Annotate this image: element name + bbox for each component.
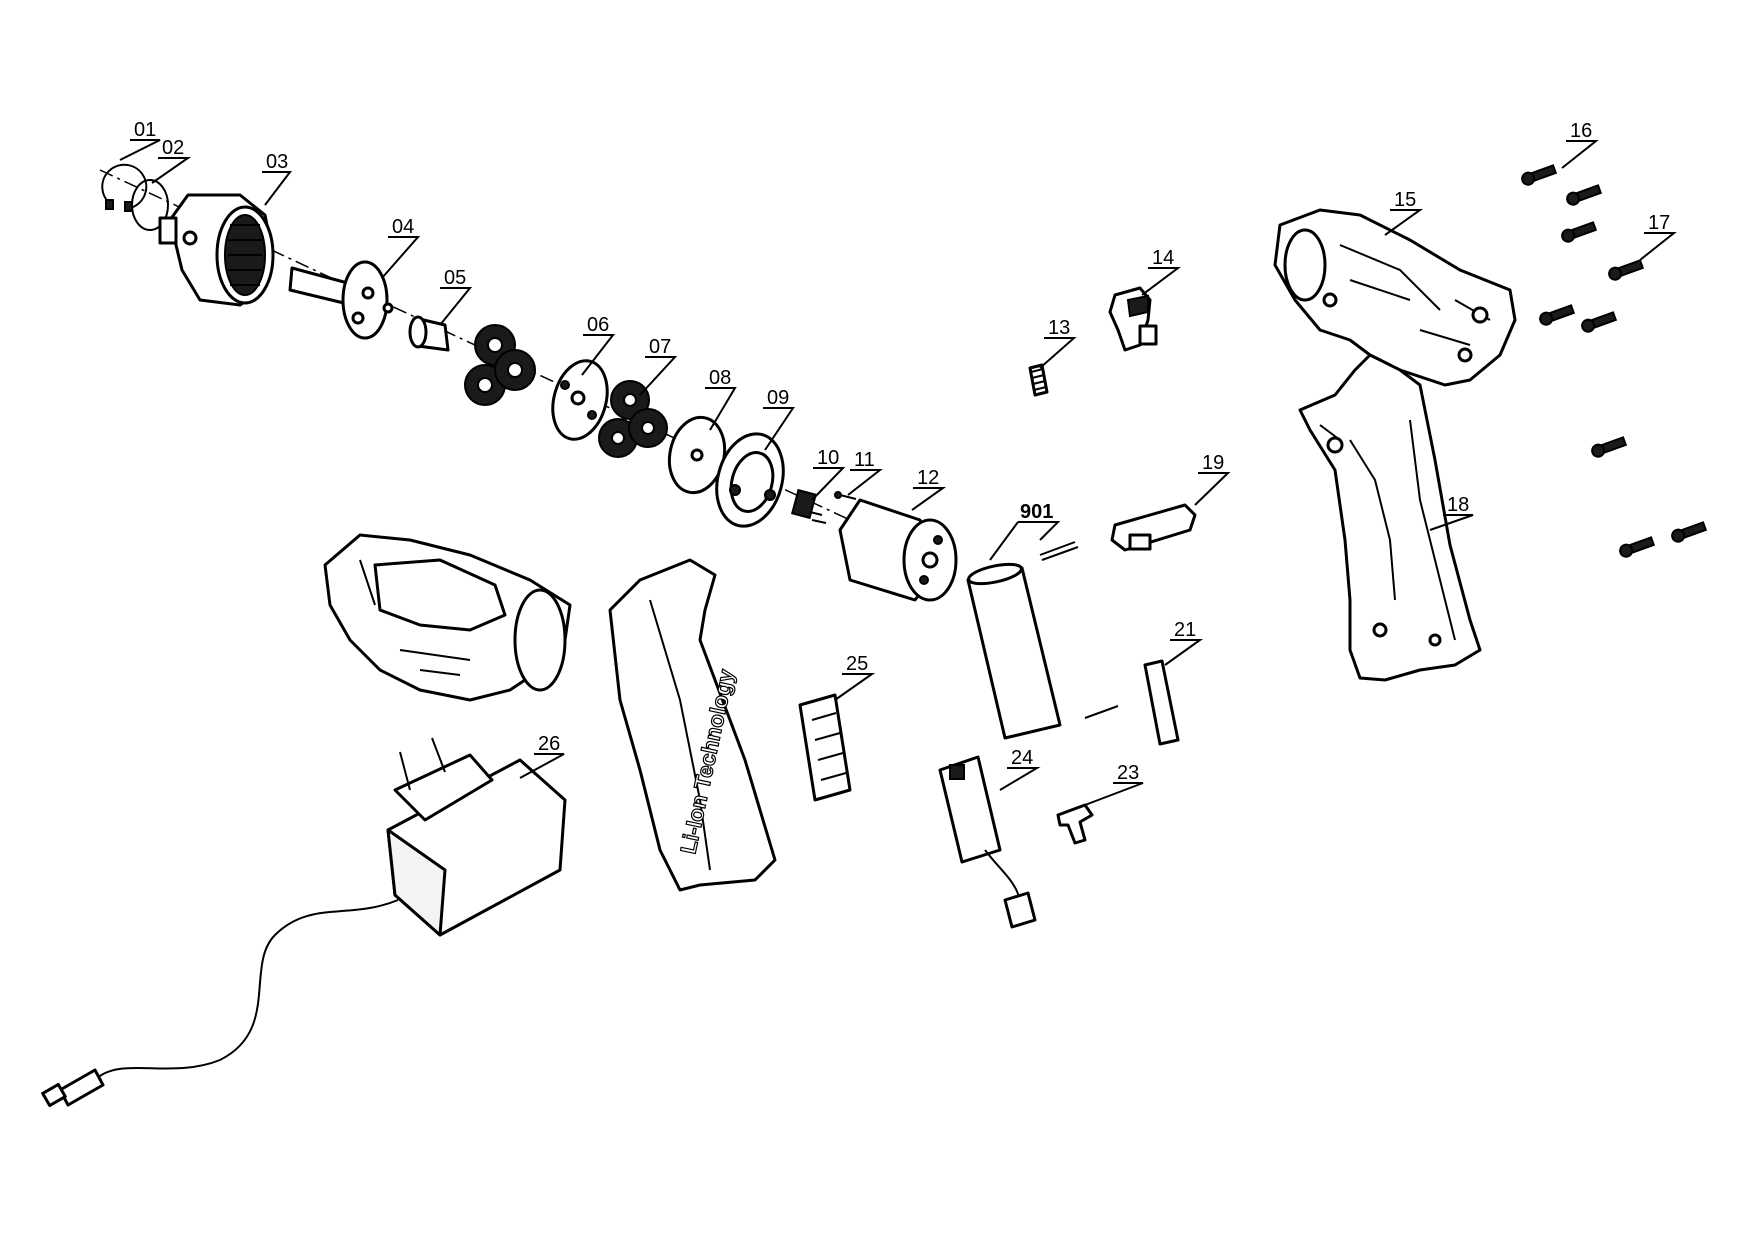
part-05-bushing — [408, 315, 450, 352]
label-06: 06 — [587, 314, 609, 336]
leader-lines — [119, 139, 1677, 806]
label-11: 11 — [854, 449, 875, 471]
part-26-charger — [41, 737, 567, 1108]
part-12-motor — [838, 498, 958, 602]
label-23: 23 — [1117, 762, 1139, 784]
part-18-handle-housing — [1298, 353, 1482, 682]
part-14-switch-knob — [1108, 286, 1158, 352]
part-21-strip — [1143, 659, 1180, 746]
part-07-planet-gears — [598, 380, 668, 458]
part-16-17-housing-screws — [1521, 164, 1708, 558]
label-14: 14 — [1152, 247, 1174, 269]
label-07: 07 — [649, 336, 671, 358]
planet-gears-stage-1 — [464, 324, 536, 406]
part-handle-cover: Li-Ion Technology — [608, 558, 777, 892]
label-04: 04 — [392, 216, 414, 238]
label-01: 01 — [134, 119, 156, 141]
label-05: 05 — [444, 267, 466, 289]
part-04-spindle — [288, 260, 394, 340]
part-02-ring — [131, 179, 169, 231]
label-10: 10 — [817, 447, 839, 469]
part-25-contact-holder — [798, 693, 852, 802]
part-03-gearbox-housing — [158, 193, 275, 307]
part-19-switch-bar — [1110, 503, 1197, 552]
label-18: 18 — [1447, 494, 1469, 516]
label-17: 17 — [1648, 212, 1670, 234]
label-24: 24 — [1011, 747, 1033, 769]
pin — [1084, 705, 1119, 719]
part-15-housing-right — [1273, 208, 1517, 387]
part-901-battery — [966, 541, 1079, 740]
part-24-circuit-board — [938, 755, 1037, 929]
label-03: 03 — [266, 151, 288, 173]
label-13: 13 — [1048, 317, 1070, 339]
label-08: 08 — [709, 367, 731, 389]
label-21: 21 — [1174, 619, 1196, 641]
label-901: 901 — [1020, 501, 1053, 523]
label-02: 02 — [162, 137, 184, 159]
part-labels: 01 02 03 04 05 06 07 08 09 10 11 12 13 1… — [134, 119, 1670, 784]
part-13-spring — [1028, 363, 1049, 397]
part-09-ring-gear — [715, 432, 785, 528]
label-12: 12 — [917, 467, 939, 489]
part-11-screws — [811, 491, 857, 524]
label-25: 25 — [846, 653, 868, 675]
part-01-circlip — [101, 163, 148, 212]
label-19: 19 — [1202, 452, 1224, 474]
label-26: 26 — [538, 733, 560, 755]
label-09: 09 — [767, 387, 789, 409]
label-15: 15 — [1394, 189, 1416, 211]
label-16: 16 — [1570, 120, 1592, 142]
part-23-small-switch — [1056, 803, 1094, 845]
part-10-pinion — [790, 488, 823, 520]
part-06-carrier-plate — [551, 359, 609, 441]
part-front-nose-housing — [323, 533, 572, 702]
